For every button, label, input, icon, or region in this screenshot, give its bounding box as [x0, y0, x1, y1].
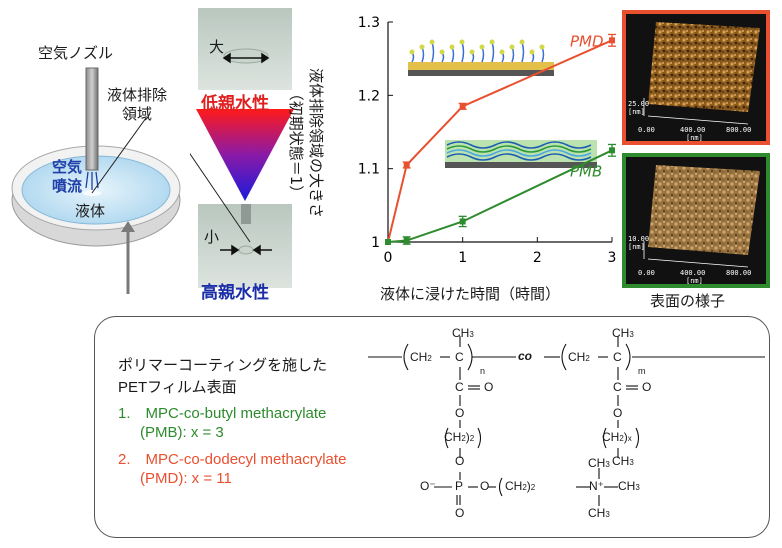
- afm-image-pmd: 25.00 [nm] 0.00 400.00 800.00 [nm]: [622, 10, 770, 145]
- data-point-pmb: [459, 218, 466, 225]
- phosphate-o-right: O: [480, 479, 490, 493]
- data-point-pmb: [403, 237, 410, 244]
- series-line-pmd: [387, 39, 613, 243]
- petri-dish-illustration: [11, 67, 181, 294]
- surface-caption: 表面の様子: [650, 292, 726, 310]
- subscript-n: n: [480, 366, 486, 376]
- low-hydrophilicity-label: 低親水性: [201, 94, 269, 114]
- x-tick-label: 3: [608, 250, 617, 266]
- phosphorus: P: [455, 479, 464, 493]
- o-minus: O⁻: [420, 479, 436, 493]
- surface-illustration-pmb: [445, 140, 597, 168]
- x-axis-label: 液体に浸けた時間（時間）: [380, 285, 561, 303]
- n-plus: N⁺: [589, 479, 604, 493]
- series-label-pmd: PMD: [570, 32, 604, 50]
- n-methyl-right: CH3: [618, 479, 640, 493]
- y-tick-label: 1.3: [358, 15, 380, 31]
- carbonyl-c-left: C: [455, 380, 464, 394]
- terminal-ch3: CH3: [612, 454, 634, 468]
- ch2-left: CH2: [410, 350, 432, 364]
- x-tick-label: 2: [533, 250, 542, 266]
- box-title-line2: PETフィルム表面: [118, 379, 237, 396]
- list-item-pmd: 2. MPC-co-dodecyl methacrylate: [118, 451, 347, 468]
- list-item-pmd-x: (PMD): x = 11: [140, 470, 232, 487]
- ch2-right: CH2: [568, 350, 590, 364]
- data-point-pmb: [385, 239, 391, 245]
- afm-image-pmb: 10.00 [nm] 0.00 400.00 800.00 [nm]: [622, 153, 770, 288]
- ch3-top-left: CH3: [452, 326, 474, 340]
- carbonyl-c-right: C: [613, 380, 622, 394]
- data-point-pmb: [609, 147, 615, 154]
- ethylene-choline: CH2)2: [505, 479, 536, 493]
- y-axis-label: 液体排除領域の大きさ （初期状態＝1）: [287, 67, 325, 218]
- list-item-pmb: 1. MPC-co-butyl methacrylate: [118, 405, 327, 422]
- x-tick-label: 0: [384, 250, 393, 266]
- data-point-pmd: [609, 37, 615, 44]
- c-left: C: [455, 350, 464, 364]
- series-label-pmb: PMB: [570, 162, 602, 180]
- alkyl-right: CH2)x: [602, 430, 632, 444]
- y-tick-label: 1.2: [358, 88, 380, 104]
- subscript-m: m: [638, 366, 646, 376]
- air-jet-label: 空気 噴流: [52, 158, 83, 195]
- hydrophilicity-gradient-triangle: [196, 109, 294, 201]
- surface-illustration-pmd: [408, 39, 554, 76]
- co-label: co: [518, 349, 533, 363]
- n-methyl-bottom: CH3: [588, 506, 610, 520]
- polymer-coating-box: [94, 316, 770, 538]
- x-tick-label: 1: [458, 250, 467, 266]
- ester-o-left: O: [455, 406, 465, 420]
- carbonyl-o-left: O: [484, 380, 494, 394]
- ethylene-left: CH2)2: [444, 430, 475, 444]
- y-tick-label: 1: [371, 235, 380, 251]
- ester-o-right: O: [613, 406, 623, 420]
- data-point-pmd: [403, 162, 410, 168]
- air-nozzle-shape: [85, 67, 99, 171]
- ch3-top-right: CH3: [612, 326, 634, 340]
- c-right: C: [613, 350, 622, 364]
- liquid-removal-region-label: 液体排除 領域: [107, 86, 168, 123]
- phosphate-o-bottom: O: [455, 506, 465, 520]
- air-nozzle-label: 空気ノズル: [38, 44, 114, 62]
- box-title-line1: ポリマーコーティングを施した: [118, 357, 328, 374]
- droplet-large-label: 大: [209, 38, 225, 56]
- high-hydrophilicity-label: 高親水性: [201, 283, 269, 303]
- series-line-pmb: [387, 149, 613, 243]
- list-item-pmb-x: (PMB): x = 3: [140, 424, 224, 441]
- y-tick-label: 1.1: [358, 162, 380, 178]
- droplet-panel: [190, 8, 294, 288]
- liquid-label: 液体: [75, 202, 106, 220]
- chemical-structure: [368, 336, 765, 506]
- droplet-small-label: 小: [204, 228, 220, 246]
- data-point-pmd: [459, 103, 466, 110]
- phosphate-o-top: O: [455, 454, 465, 468]
- carbonyl-o-right: O: [642, 380, 652, 394]
- n-methyl-top: CH3: [588, 456, 610, 470]
